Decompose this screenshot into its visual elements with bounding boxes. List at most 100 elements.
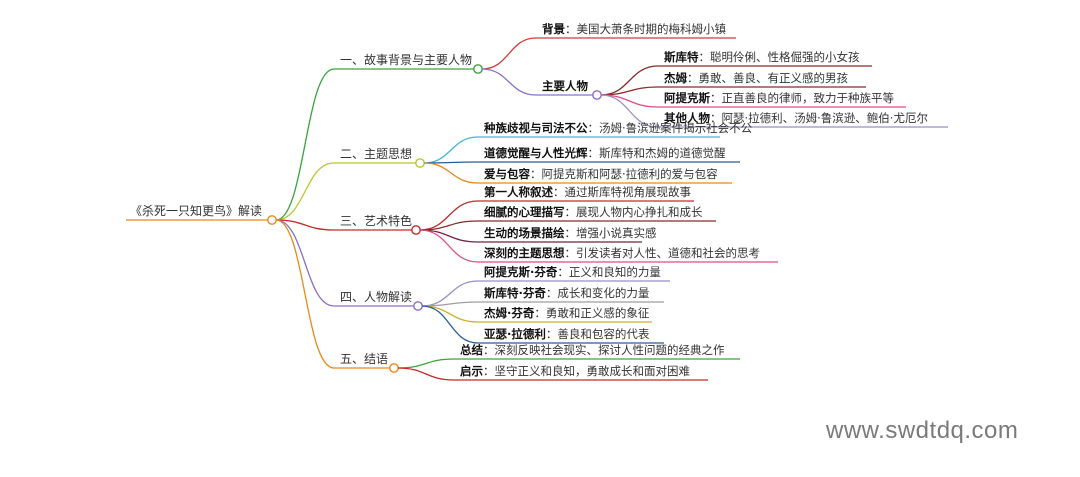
node-b1-c2-s1-text: 聪明伶俐、性格倔强的小女孩 <box>710 50 860 64</box>
branch-3-text: 三、艺术特色 <box>340 214 413 228</box>
node-b3-c1-text: 通过斯库特视角展现故事 <box>564 185 692 199</box>
node-b1-c2-s2-text: 勇敢、善良、有正义感的男孩 <box>698 71 849 85</box>
node-b2-c2[interactable]: 道德觉醒与人性光辉：斯库特和杰姆的道德觉醒 <box>484 146 726 160</box>
node-b3-c3-text: 增强小说真实感 <box>576 226 657 240</box>
branch-3-collapse-dot <box>411 225 421 235</box>
branch-2-collapse-dot <box>415 158 425 168</box>
node-b5-c2-key: 启示 <box>460 364 483 378</box>
branch-2[interactable]: 二、主题思想 <box>340 147 412 161</box>
node-b4-c2-separator: ： <box>545 286 558 300</box>
node-b1-c2[interactable]: 主要人物 <box>542 79 588 93</box>
branch-1[interactable]: 一、故事背景与主要人物 <box>340 53 472 67</box>
link-b4-c2 <box>421 301 479 307</box>
link-root-branch-5 <box>275 219 335 369</box>
node-b1-c2-s4-text: 阿瑟·拉德利、汤姆·鲁滨逊、鲍伯·尤厄尔 <box>721 111 928 125</box>
branch-3[interactable]: 三、艺术特色 <box>340 214 412 228</box>
node-b3-c2-text: 展现人物内心挣扎和成长 <box>576 205 703 219</box>
link-b4-c3 <box>421 305 479 323</box>
node-b3-c2[interactable]: 细腻的心理描写：展现人物内心挣扎和成长 <box>484 205 703 219</box>
link-b2-c1 <box>423 136 479 164</box>
node-b2-c1-key: 种族歧视与司法不公 <box>484 121 588 135</box>
node-b3-c4-separator: ： <box>564 246 577 260</box>
node-b1-c2-s4-separator: ： <box>710 111 722 125</box>
node-b1-c2-s4[interactable]: 其他人物：阿瑟·拉德利、汤姆·鲁滨逊、鲍伯·尤厄尔 <box>664 111 928 125</box>
node-b1-c1[interactable]: 背景：美国大萧条时期的梅科姆小镇 <box>542 22 726 36</box>
node-b3-c3-key: 生动的场景描绘 <box>484 226 565 240</box>
node-b5-c2[interactable]: 启示：坚守正义和良知，勇敢成长和面对困难 <box>460 364 690 378</box>
node-b1-c1-separator: ： <box>565 22 577 36</box>
node-b3-c3[interactable]: 生动的场景描绘：增强小说真实感 <box>484 226 657 240</box>
link-root-branch-4 <box>275 219 335 307</box>
node-b3-c4[interactable]: 深刻的主题思想：引发读者对人性、道德和社会的思考 <box>484 246 760 260</box>
node-b1-c2-s3-key: 阿提克斯 <box>664 91 710 105</box>
node-b4-c2[interactable]: 斯库特·芬奇：成长和变化的力量 <box>484 286 649 300</box>
node-b2-c3-text: 阿提克斯和阿瑟·拉德利的爱与包容 <box>541 167 718 181</box>
node-b4-c4[interactable]: 亚瑟·拉德利：善良和包容的代表 <box>484 327 649 341</box>
node-b1-c2-s2[interactable]: 杰姆：勇敢、善良、有正义感的男孩 <box>664 71 848 85</box>
node-b2-c3-separator: ： <box>530 167 542 181</box>
node-b1-c2-key: 主要人物 <box>542 79 588 93</box>
node-b3-c2-separator: ： <box>564 205 577 219</box>
link-root-branch-1 <box>275 68 335 221</box>
node-b5-c2-text: 坚守正义和良知，勇敢成长和面对困难 <box>494 364 691 378</box>
node-b1-c2-s1-separator: ： <box>698 50 711 64</box>
root-node[interactable]: 《杀死一只知更鸟》解读 <box>130 204 262 218</box>
node-b3-c1-separator: ： <box>553 185 565 199</box>
link-root-branch-2 <box>275 162 335 221</box>
node-b4-c1-separator: ： <box>557 265 569 279</box>
node-b3-c2-key: 细腻的心理描写 <box>484 205 565 219</box>
node-b2-c2-separator: ： <box>587 146 600 160</box>
node-b4-c3-text: 勇敢和正义感的象征 <box>545 306 650 320</box>
link-b5-c2 <box>397 367 455 381</box>
node-b4-c4-text: 善良和包容的代表 <box>557 327 650 341</box>
node-b1-c2-s3-separator: ： <box>710 91 722 105</box>
branch-5-text: 五、结语 <box>340 352 389 366</box>
node-b5-c1-key: 总结 <box>460 343 483 357</box>
link-b1-c2 <box>481 68 537 96</box>
root-node-text: 《杀死一只知更鸟》解读 <box>130 204 263 218</box>
node-b4-c2-key: 斯库特·芬奇 <box>484 286 546 300</box>
node-b3-c3-separator: ： <box>564 226 577 240</box>
node-b2-c3[interactable]: 爱与包容：阿提克斯和阿瑟·拉德利的爱与包容 <box>484 167 718 181</box>
node-b3-c4-text: 引发读者对人性、道德和社会的思考 <box>576 246 760 260</box>
branch-1-text: 一、故事背景与主要人物 <box>340 53 473 67</box>
node-b2-c1[interactable]: 种族歧视与司法不公：汤姆·鲁滨逊案件揭示社会不公 <box>484 121 752 135</box>
branch-1-collapse-dot <box>473 64 483 74</box>
link-b1-c2-s4 <box>600 94 659 128</box>
node-b1-c2-s4-key: 其他人物 <box>664 111 710 125</box>
link-b2-c3 <box>423 162 479 184</box>
node-b4-c2-text: 成长和变化的力量 <box>557 286 650 300</box>
watermark: www.swdtdq.com <box>826 417 1019 444</box>
node-b4-c1-key: 阿提克斯·芬奇 <box>484 265 558 279</box>
branch-4-text: 四、人物解读 <box>340 290 413 304</box>
root-collapse-dot <box>267 215 277 225</box>
node-b1-c2-s3[interactable]: 阿提克斯：正直善良的律师，致力于种族平等 <box>664 91 894 105</box>
branch-5[interactable]: 五、结语 <box>340 352 388 366</box>
node-b5-c1[interactable]: 总结：深刻反映社会现实、探讨人性问题的经典之作 <box>460 343 725 357</box>
link-b4-c4 <box>421 305 479 344</box>
node-b2-c2-text: 斯库特和杰姆的道德觉醒 <box>599 146 726 160</box>
branch-2-text: 二、主题思想 <box>340 147 413 161</box>
node-b4-c4-separator: ： <box>545 327 558 341</box>
link-root-branch-3 <box>275 219 335 231</box>
node-b2-c3-key: 爱与包容 <box>484 167 530 181</box>
node-b1-c1-key: 背景 <box>542 22 565 36</box>
node-b4-c4-key: 亚瑟·拉德利 <box>484 327 546 341</box>
link-b1-c1 <box>481 37 537 70</box>
node-b4-c1-text: 正义和良知的力量 <box>568 265 661 279</box>
node-b1-c2-s2-key: 杰姆 <box>664 71 687 85</box>
node-b3-c1[interactable]: 第一人称叙述：通过斯库特视角展现故事 <box>484 185 691 199</box>
node-b1-c2-collapse-dot <box>592 90 602 100</box>
node-b1-c1-text: 美国大萧条时期的梅科姆小镇 <box>576 22 727 36</box>
node-b1-c2-s1[interactable]: 斯库特：聪明伶俐、性格倔强的小女孩 <box>664 50 860 64</box>
node-b4-c3-key: 杰姆·芬奇 <box>484 306 535 320</box>
node-b3-c1-key: 第一人称叙述 <box>484 185 553 199</box>
node-b4-c3[interactable]: 杰姆·芬奇：勇敢和正义感的象征 <box>484 306 649 320</box>
node-b5-c1-separator: ： <box>483 343 495 357</box>
branch-5-collapse-dot <box>389 363 399 373</box>
node-b4-c1[interactable]: 阿提克斯·芬奇：正义和良知的力量 <box>484 265 661 279</box>
branch-4[interactable]: 四、人物解读 <box>340 290 412 304</box>
node-b5-c1-text: 深刻反映社会现实、探讨人性问题的经典之作 <box>494 343 725 357</box>
